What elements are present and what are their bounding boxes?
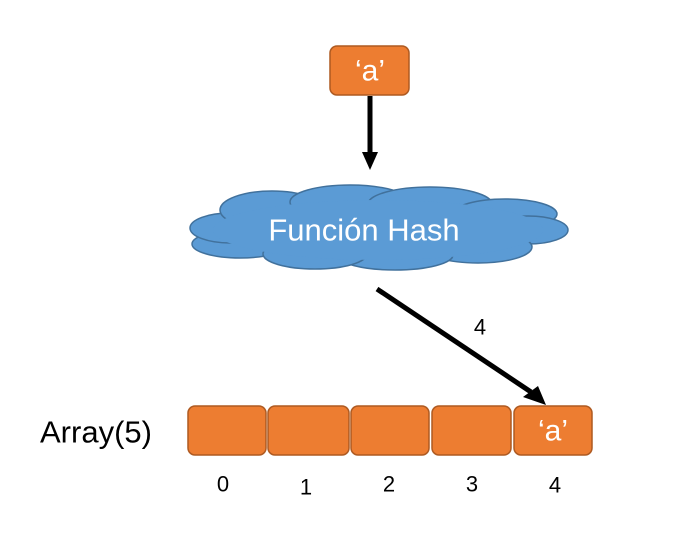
array-cell-value: ‘a’: [538, 415, 568, 448]
input-key-box: [329, 45, 410, 96]
array-indices: 0 1 2 3 4: [217, 472, 561, 500]
hash-to-array-arrow: [375, 286, 546, 405]
array-index: 3: [466, 472, 478, 497]
input-key-node: ‘a’: [329, 45, 410, 96]
array-cell: [350, 405, 430, 456]
array-cells: ‘a’: [187, 405, 593, 456]
array-index: 0: [217, 472, 229, 497]
array-index: 2: [383, 472, 395, 497]
array-index: 1: [300, 475, 312, 500]
array-cell: [187, 405, 267, 456]
hash-function-cloud: Función Hash: [189, 184, 569, 271]
array-cell: [267, 405, 350, 456]
array-label: Array(5): [40, 415, 152, 450]
hash-function-label: Función Hash: [268, 213, 459, 248]
hash-result-label: 4: [474, 315, 486, 340]
array-cell: [431, 405, 512, 456]
input-key-label: ‘a’: [355, 55, 385, 88]
array-cell: ‘a’: [513, 405, 593, 456]
key-to-hash-arrow: [362, 96, 378, 170]
array-index: 4: [549, 473, 561, 498]
